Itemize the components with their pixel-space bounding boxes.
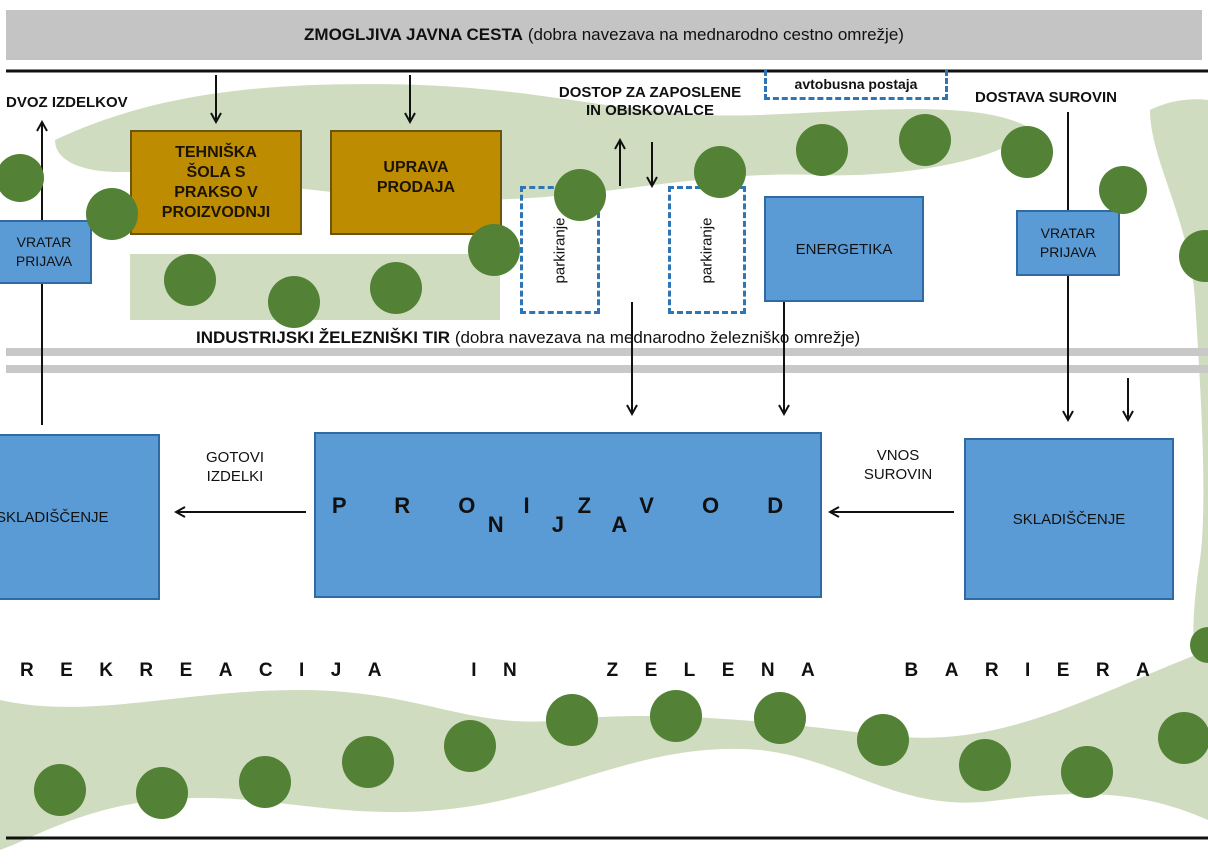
parking-right-label: parkiranje [698, 217, 716, 283]
staff-access-label: DOSTOP ZA ZAPOSLENE IN OBISKOVALCE [558, 84, 742, 119]
rail-title: INDUSTRIJSKI ŽELEZNIŠKI TIR [196, 328, 451, 347]
parking-left-label: parkiranje [551, 217, 569, 283]
green-band-bottom [0, 650, 1208, 850]
administration-building: UPRAVA PRODAJA [330, 130, 502, 235]
storage-left-building: SKLADIŠČENJE [0, 434, 160, 600]
exit-products-label: DVOZ IZDELKOV [6, 94, 128, 111]
rail-subtitle: (dobra navezava na mednarodno železniško… [454, 328, 861, 347]
finished-products-label: GOTOVI IZDELKI [205, 449, 265, 485]
green-band-right [1150, 99, 1208, 700]
energy-building: ENERGETIKA [764, 196, 924, 302]
bus-stop: avtobusna postaja [764, 70, 948, 100]
production-building: P R O I Z V O D N J A [314, 432, 822, 598]
raw-delivery-label: DOSTAVA SUROVIN [975, 89, 1117, 106]
technical-school-building: TEHNIŠKA ŠOLA S PRAKSO V PROIZVODNJI [130, 130, 302, 235]
gatehouse-right: VRATAR PRIJAVA [1016, 210, 1120, 276]
parking-left: parkiranje [520, 186, 600, 314]
public-road: ZMOGLJIVA JAVNA CESTA (dobra navezava na… [6, 10, 1202, 60]
raw-input-label: VNOS SUROVIN [863, 447, 933, 483]
gatehouse-left: VRATAR PRIJAVA [0, 220, 92, 284]
road-title: ZMOGLJIVA JAVNA CESTA [304, 25, 523, 44]
parking-right: parkiranje [668, 186, 746, 314]
rail-label: INDUSTRIJSKI ŽELEZNIŠKI TIR (dobra navez… [196, 328, 860, 348]
green-strip-parking [130, 254, 500, 320]
storage-right-building: SKLADIŠČENJE [964, 438, 1174, 600]
bus-stop-label: avtobusna postaja [794, 75, 918, 92]
road-subtitle: (dobra navezava na mednarodno cestno omr… [527, 25, 904, 44]
